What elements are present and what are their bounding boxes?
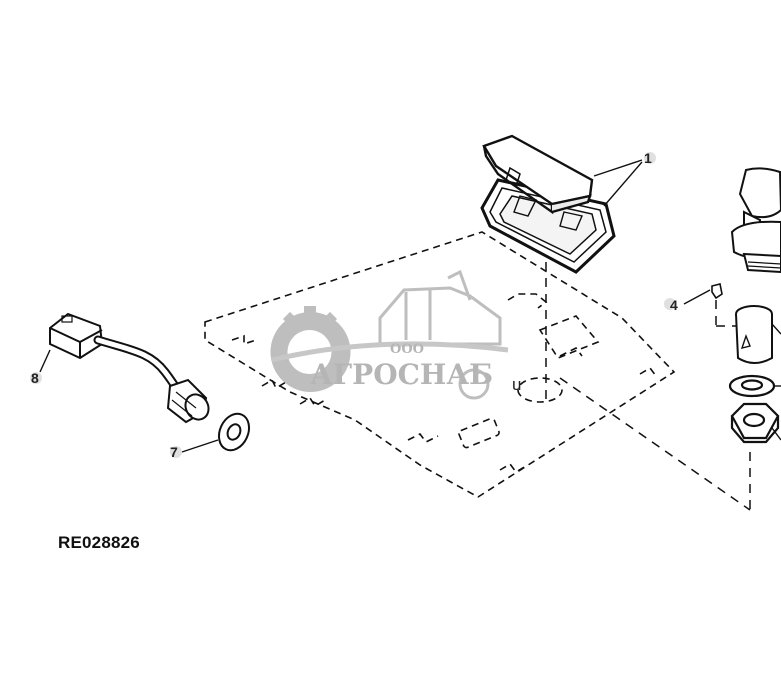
bushing-part: [735, 305, 773, 364]
callout-7: 7: [170, 444, 178, 460]
part-4-pin: [711, 283, 723, 300]
right-leaders: [771, 323, 781, 441]
figure-code: RE028826: [58, 533, 140, 552]
gear-icon: [270, 306, 351, 392]
washer-part: [728, 374, 776, 398]
watermark-prefix: ООО: [390, 342, 424, 357]
part-1-lid: [482, 134, 594, 215]
dashed-panel-plate: [204, 231, 676, 498]
callout-markers: [30, 152, 676, 458]
watermark-brand: АГРОСНАБ: [310, 358, 493, 391]
callout-leaders: [39, 159, 711, 453]
stray-letter: u: [512, 375, 521, 394]
dashed-axis-lines: [545, 262, 751, 512]
part-8-harness: [49, 312, 210, 424]
callout-1: 1: [644, 150, 652, 166]
watermark-logo: ООО АГРОСНАБ: [270, 269, 509, 400]
swoosh: [271, 341, 509, 363]
callout-8: 8: [31, 370, 39, 386]
callout-4: 4: [670, 297, 678, 313]
part-7-washer: [217, 412, 251, 452]
hex-nut-part: [730, 402, 780, 444]
knob-assembly: [730, 167, 781, 274]
